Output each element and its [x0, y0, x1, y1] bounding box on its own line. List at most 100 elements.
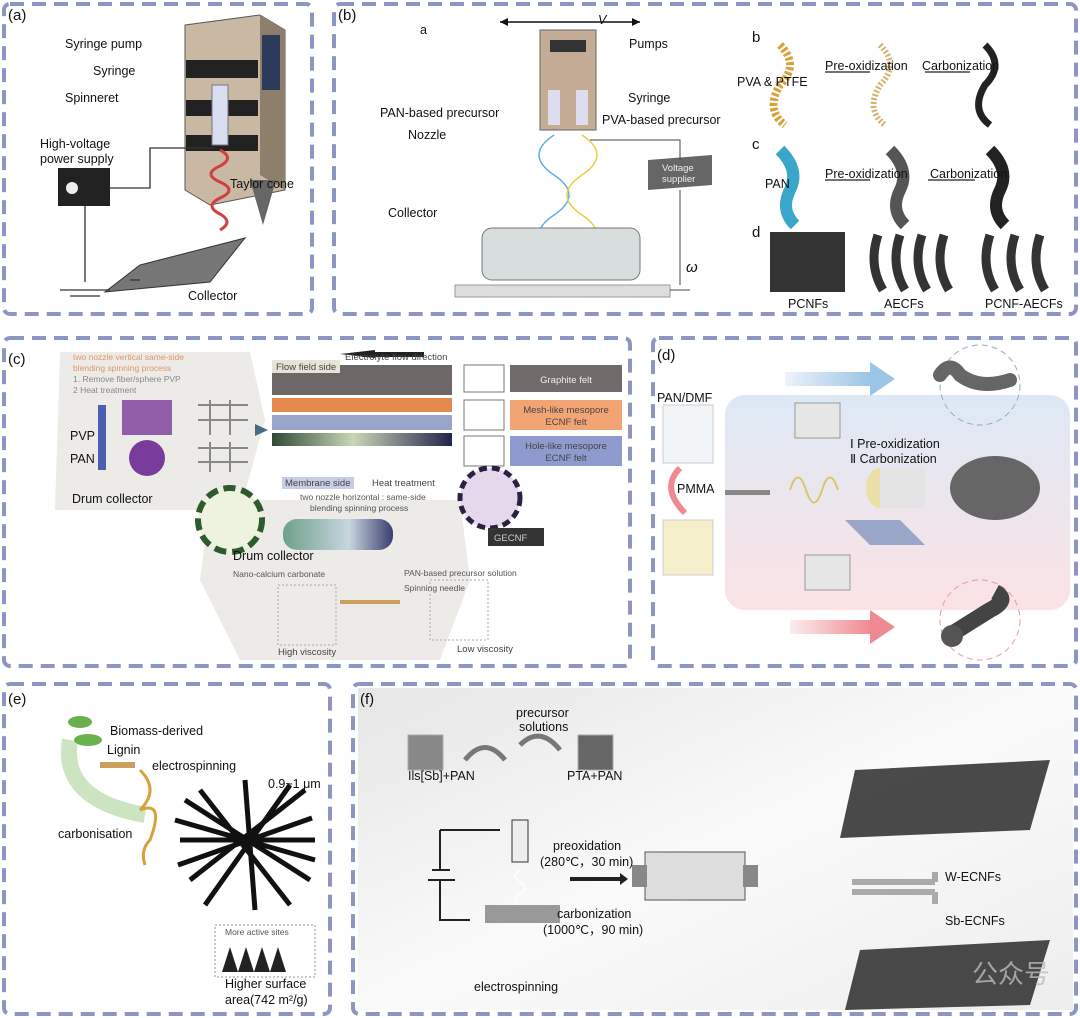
label-pan: PAN [765, 177, 790, 191]
label-horizontal-1: two nozzle horizontal : same-side [300, 492, 426, 502]
label-membrane-side: Membrane side [285, 478, 350, 489]
label-high-viscosity: High viscosity [278, 647, 336, 658]
panel-label: (b) [338, 7, 356, 24]
panel-f: 公众号 (f) precursor solutions Ils[Sb]+PAN … [358, 688, 1073, 1010]
label-graphite-felt: Graphite felt [540, 375, 592, 386]
label-surface-1: Higher surface [225, 977, 306, 991]
label-nano-calcium: Nano-calcium carbonate [233, 569, 325, 579]
syringe-pump-illustration [184, 14, 286, 206]
label-ils-sb-pan: Ils[Sb]+PAN [408, 769, 475, 783]
label-mesh-1: Mesh-like mesopore [523, 405, 609, 416]
panel-a-frame [2, 2, 314, 316]
panel-label: (c) [8, 351, 26, 368]
label-mesh-2: ECNF felt [545, 417, 587, 428]
voltage-supplier-box [648, 155, 712, 190]
fiber-jet [209, 148, 231, 232]
label-hole-2: ECNF felt [545, 453, 587, 464]
hole-layer [272, 415, 452, 430]
panel-d: (d) PAN/DMF PMMA Ⅰ Pre-oxidization Ⅱ Car… [657, 344, 1070, 661]
label-nozzle: Nozzle [408, 128, 446, 142]
label-carbonization: Ⅱ Carbonization [850, 452, 937, 466]
panel-b: (b) a V Pumps Syringe PAN-based precurso… [338, 7, 1063, 311]
graphite-felt-box [510, 365, 622, 392]
label-carbonisation: carbonisation [58, 827, 132, 841]
label-pta-pan: PTA+PAN [567, 769, 622, 783]
taylor-cone-icon [250, 180, 276, 225]
pcnfs-image [770, 232, 845, 292]
label-flow-side: Flow field side [276, 362, 336, 373]
label-pva-ptfe: PVA & PTFE [737, 75, 808, 89]
label-spinneret: Spinneret [65, 91, 119, 105]
collector-plate [103, 237, 247, 293]
label-step-1: 1. Remove fiber/sphere PVP [73, 374, 181, 384]
sub-label-a: a [420, 23, 427, 37]
sub-label-c: c [752, 136, 760, 153]
label-spinning-needle: Spinning needle [404, 583, 465, 593]
label-electrospinning: electrospinning [152, 759, 236, 773]
label-taylor-cone: Taylor cone [230, 177, 294, 191]
watermark: 公众号 [972, 959, 1050, 989]
sub-label-b: b [752, 29, 760, 46]
label-vertical-2: blending spinning process [73, 363, 171, 373]
label-low-viscosity: Low viscosity [457, 644, 513, 655]
panel-label: (d) [657, 347, 675, 364]
panel-label: (f) [360, 691, 374, 708]
panel-e-frame [2, 682, 332, 1016]
label-carbonization: carbonization [557, 907, 631, 921]
label-aecfs: AECFs [884, 297, 924, 311]
label-collector: Collector [188, 289, 237, 303]
label-sb-ecnfs: Sb-ECNFs [945, 914, 1005, 928]
panel-c-frame [2, 336, 632, 668]
label-pvp: PVP [70, 429, 95, 443]
label-collector: Collector [388, 206, 437, 220]
label-pan: PAN [70, 452, 95, 466]
label-surface-2: area(742 m²/g) [225, 993, 308, 1007]
label-drum-collector-2: Drum collector [233, 549, 314, 563]
drum-collector [283, 519, 393, 550]
pcnf-aecfs-image [981, 233, 1049, 293]
label-heat-treatment: Heat treatment [372, 478, 435, 489]
tube-furnace [644, 851, 746, 901]
drum-collector [481, 227, 641, 281]
label-carb-conditions: (1000℃，90 min) [543, 923, 643, 937]
label-pva-precursor: PVA-based precursor [602, 113, 721, 127]
label-precursor-2: solutions [519, 720, 568, 734]
label-step-2: 2 Heat treatment [73, 385, 137, 395]
sb-ecnfs-mat [845, 940, 1050, 1010]
label-pcnfs: PCNFs [788, 297, 828, 311]
label-electrolyte: Electrolyte flow direction [345, 352, 447, 363]
panel-b-frame [332, 2, 1078, 316]
label-preoxidization: Ⅰ Pre-oxidization [850, 437, 940, 451]
label-preoxidation: preoxidation [553, 839, 621, 853]
power-supply-icon [58, 168, 110, 206]
mesh-felt-box [510, 400, 622, 430]
label-carb-b: Carbonization [922, 59, 999, 73]
panel-e: (e) Biomass-derived Lignin electrospinni… [8, 691, 321, 1007]
label-gecnf: GECNF [494, 533, 527, 544]
label-hv1: High-voltage [40, 137, 110, 151]
carbon-fiber-ball [174, 779, 316, 911]
label-syringe-pump: Syringe pump [65, 37, 142, 51]
label-precursor-1: precursor [516, 706, 569, 720]
collector-drum [485, 905, 560, 923]
panel-label: (a) [8, 7, 26, 24]
panel-f-frame [351, 682, 1078, 1016]
label-pan-dmf: PAN/DMF [657, 391, 713, 405]
label-velocity: V [598, 13, 608, 27]
label-syringe: Syringe [628, 91, 670, 105]
fiber-mat [950, 456, 1040, 520]
label-pcnf-aecfs: PCNF-AECFs [985, 297, 1063, 311]
label-lignin: Lignin [107, 743, 140, 757]
label-drum-collector-1: Drum collector [72, 492, 153, 506]
label-preox-conditions: (280℃，30 min) [540, 855, 633, 869]
label-pan-precursor: PAN-based precursor [380, 106, 499, 120]
panel-a: (a) Syringe pump Syringe Spinneret High-… [8, 7, 294, 303]
aecfs-image [869, 233, 953, 293]
label-diameter: 0.9~1 μm [268, 777, 321, 791]
label-preox-b: Pre-oxidization [825, 59, 908, 73]
panel-c: (c) two nozzle vertical same-side blendi… [8, 350, 622, 660]
hole-felt-box [510, 436, 622, 466]
label-supplier: supplier [662, 174, 695, 185]
label-omega: ω [686, 259, 698, 276]
